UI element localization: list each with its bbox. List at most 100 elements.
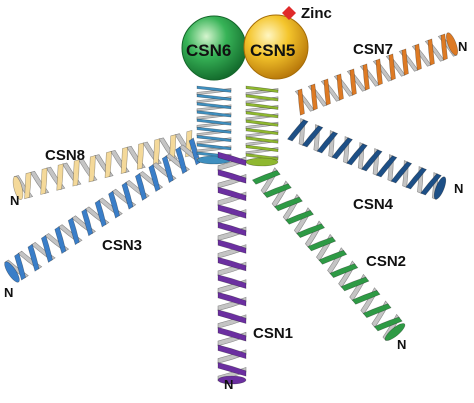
csn4-label: CSN4: [353, 196, 394, 213]
csn5-helix-turn: [245, 85, 279, 93]
csn8-label: CSN8: [45, 147, 85, 164]
csn5-label: CSN5: [250, 41, 295, 60]
csn3-helix-end-cap: [4, 261, 20, 283]
csn7-helix: [294, 32, 459, 116]
csn7-helix-turn: [375, 58, 383, 86]
csn6-helix-turn: [196, 135, 232, 143]
csn6-helix-turn: [196, 110, 232, 118]
csn1-helix-turn: [217, 239, 247, 254]
csn3-helix-turn: [94, 199, 107, 228]
csn7-label: CSN7: [353, 41, 393, 58]
csn5-helix: [245, 85, 279, 167]
csn5-helix-turn: [245, 136, 279, 144]
csn4-helix-turn: [390, 161, 413, 184]
csn4-helix-turn: [316, 131, 339, 154]
csn7-helix-turn: [297, 88, 305, 116]
csn8-helix-turn: [88, 155, 96, 183]
csn1-helix-turn: [217, 169, 247, 184]
csn1-helix-turn: [217, 204, 247, 219]
csn4-helix-end-cap: [433, 176, 447, 200]
csn3-helix-turn: [175, 146, 188, 175]
csn4-helix-turn: [287, 119, 309, 142]
csn1-helix-turn: [217, 256, 247, 272]
csn2-helix-turn: [251, 170, 281, 185]
csn7-helix-turn: [414, 43, 422, 71]
csn8-helix-turn: [40, 167, 48, 195]
csn1-label: CSN1: [253, 325, 293, 342]
csn8-helix-turn: [120, 146, 128, 174]
csn1-helix-turn: [217, 291, 247, 307]
csn4-n-terminus: N: [454, 181, 463, 196]
csn6-helix: [196, 85, 232, 165]
csn7-helix-turn: [349, 68, 357, 96]
csn2-helix: [251, 167, 406, 342]
csn3-helix-turn: [161, 155, 174, 184]
csn3-helix-turn: [14, 252, 26, 281]
csn3-helix-turn: [108, 190, 120, 219]
csn5-helix-end-cap: [245, 157, 279, 167]
csn7-helix-turn: [310, 83, 318, 111]
csn6-helix-turn: [196, 85, 232, 93]
csn3-n-terminus: N: [4, 285, 13, 300]
csn2-helix-turn: [307, 236, 337, 252]
csn1-helix-turn: [217, 344, 247, 360]
csn5-helix-turn: [245, 119, 279, 127]
csn8-n-terminus: N: [10, 193, 19, 208]
csn4-helix-turn: [346, 143, 368, 166]
csn3-helix-turn: [41, 234, 53, 263]
csn6-helix-turn: [196, 126, 232, 134]
csn8-helix-turn: [56, 163, 64, 191]
csn7-n-terminus: N: [458, 39, 467, 54]
csn3-helix-turn: [27, 243, 40, 272]
csn6-helix-turn: [196, 143, 232, 151]
csn2-helix-turn: [340, 276, 370, 292]
csn1-helix-turn: [217, 362, 247, 377]
csn6-helix-turn: [196, 118, 232, 126]
csn4-helix-turn: [301, 125, 324, 148]
csn7-helix-turn: [336, 73, 344, 101]
csn8-helix-turn: [24, 171, 32, 200]
csn7-helix-turn: [323, 78, 331, 106]
csn7-helix-turn: [388, 53, 396, 81]
csn1-helix-end-cap: [217, 375, 247, 385]
csn3-helix-turn: [121, 181, 134, 210]
csn8-helix-turn: [136, 142, 145, 170]
csn5-domain-ball: [243, 14, 309, 80]
csn7-helix-turn: [401, 48, 409, 76]
csn3-helix-turn: [135, 172, 147, 201]
csn2-helix-turn: [329, 263, 359, 278]
csn6-helix-turn: [196, 102, 232, 110]
csn7-helix-turn: [427, 38, 435, 66]
csn2-helix-turn: [285, 210, 315, 225]
csn8-helix-turn: [169, 134, 177, 162]
csn4-helix: [287, 118, 447, 200]
csn1-helix-turn: [217, 309, 247, 324]
csn1-helix-turn: [217, 274, 247, 289]
csn3-helix-turn: [67, 217, 80, 246]
csn2-label: CSN2: [366, 253, 406, 270]
csn8-helix: [12, 129, 195, 200]
csn3-helix-turn: [54, 226, 67, 254]
csn4-helix-turn: [331, 137, 353, 160]
csn2-helix-turn: [362, 303, 392, 318]
csn6-helix-turn: [196, 93, 232, 101]
csn1-n-terminus: N: [224, 377, 233, 392]
csn1-helix-turn: [217, 221, 247, 237]
csn2-n-terminus: N: [397, 337, 406, 352]
csn3-helix-turn: [148, 164, 161, 192]
zinc-diamond-icon: [282, 6, 296, 20]
csn1-helix: [217, 151, 247, 385]
csn4-helix-turn: [420, 173, 442, 196]
csn1-helix-turn: [217, 151, 247, 167]
csn2-helix-turn: [351, 290, 381, 305]
csn2-helix-turn: [318, 250, 348, 265]
csn2-helix-turn: [373, 316, 403, 332]
csn8-helix-turn: [72, 159, 80, 187]
csn2-helix-turn: [296, 223, 326, 238]
csn4-helix-turn: [375, 155, 398, 178]
csn5-helix-turn: [245, 153, 279, 161]
csn8-helix-end-cap: [12, 176, 24, 200]
csn4-helix-turn: [405, 167, 427, 190]
